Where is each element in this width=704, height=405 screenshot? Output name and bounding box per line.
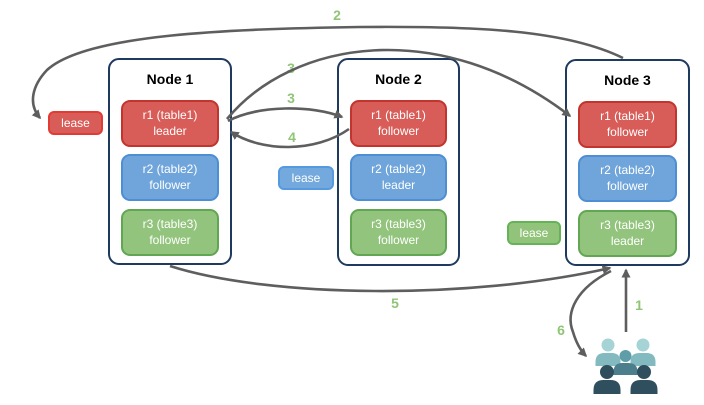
step-label-2: 2 xyxy=(333,7,341,23)
arrow-3-leader-to-node2-follower xyxy=(227,107,344,123)
step-label-3-replicate-node3: 3 xyxy=(287,60,295,76)
step-label-5: 5 xyxy=(391,295,399,311)
arrow-6-gateway-to-users xyxy=(569,269,612,358)
step-label-1: 1 xyxy=(635,297,643,313)
replica-role: follower xyxy=(606,178,649,193)
node-1-replica-r2: r2 (table2) follower xyxy=(121,154,219,201)
replica-role: follower xyxy=(149,177,191,192)
node-1-replica-r1: r1 (table1) leader xyxy=(121,100,219,147)
person-icon xyxy=(595,338,621,366)
node-2-replica-r3: r3 (table3) follower xyxy=(350,209,447,256)
node-3-title: Node 3 xyxy=(604,72,651,88)
lease-tag-r3: lease xyxy=(507,221,561,245)
node-3-replica-r3: r3 (table3) leader xyxy=(578,210,677,257)
lease-tag-r2: lease xyxy=(278,166,334,190)
node-3-replica-r1: r1 (table1) follower xyxy=(578,101,677,148)
person-icon xyxy=(613,350,638,375)
node-1: Node 1 r1 (table1) leader r2 (table2) fo… xyxy=(108,58,232,265)
node-3-replica-r2: r2 (table2) follower xyxy=(578,155,677,202)
node-2: Node 2 r1 (table1) follower r2 (table2) … xyxy=(337,58,460,266)
step-label-4: 4 xyxy=(288,129,296,145)
replica-role: follower xyxy=(606,124,649,139)
replica-name: r2 (table2) xyxy=(600,162,655,177)
replica-role: leader xyxy=(153,123,187,138)
person-icon xyxy=(630,338,656,366)
replica-role: follower xyxy=(377,123,420,138)
users-group-icon xyxy=(593,338,658,394)
replica-role: follower xyxy=(377,232,420,247)
node-2-title: Node 2 xyxy=(375,71,422,87)
arrow-5-leader-to-gateway xyxy=(169,264,612,293)
replica-name: r1 (table1) xyxy=(142,107,198,122)
node-1-replica-r3: r3 (table3) follower xyxy=(121,209,219,256)
replica-name: r3 (table3) xyxy=(600,217,655,232)
replica-role: leader xyxy=(610,233,645,248)
step-label-6: 6 xyxy=(557,322,565,338)
node-1-title: Node 1 xyxy=(146,71,194,87)
replica-role: leader xyxy=(381,177,416,192)
replica-name: r3 (table3) xyxy=(142,216,198,231)
lease-tag-r1: lease xyxy=(48,111,103,135)
person-icon xyxy=(630,365,658,394)
step-label-3-replicate-node2: 3 xyxy=(287,90,295,106)
replica-name: r2 (table2) xyxy=(142,161,198,176)
replica-name: r3 (table3) xyxy=(371,216,426,231)
node-2-replica-r2: r2 (table2) leader xyxy=(350,154,447,201)
node-2-replica-r1: r1 (table1) follower xyxy=(350,100,447,147)
person-icon xyxy=(593,365,621,394)
node-3: Node 3 r1 (table1) follower r2 (table2) … xyxy=(565,59,690,266)
replica-name: r1 (table1) xyxy=(371,107,426,122)
replica-name: r2 (table2) xyxy=(371,161,426,176)
replica-role: follower xyxy=(149,232,191,247)
replica-name: r1 (table1) xyxy=(600,108,655,123)
